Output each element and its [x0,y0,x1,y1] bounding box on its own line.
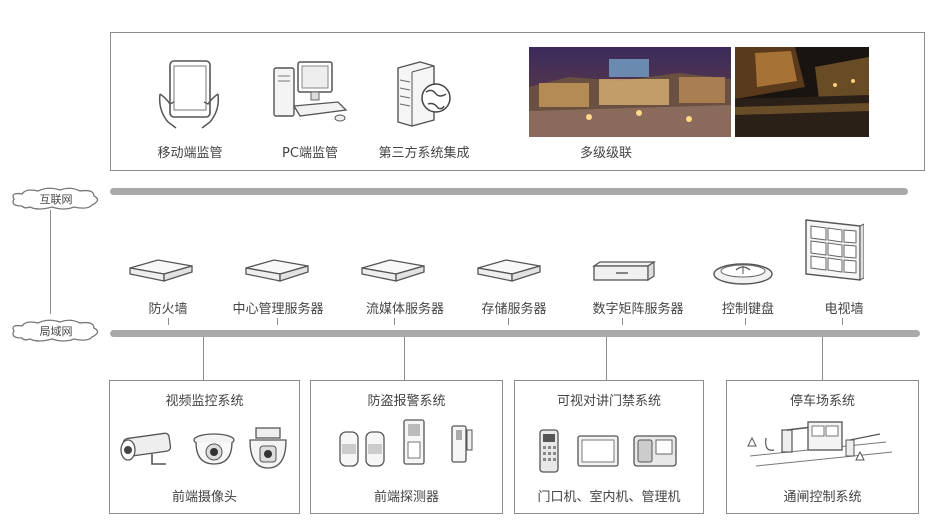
server-globe-icon [390,58,454,130]
drop-line-video [203,337,205,380]
matrix-server-label: 数字矩阵服务器 [592,302,684,317]
control-keyboard-label: 控制键盘 [721,302,774,317]
video-wall-connector [842,318,843,325]
video-wall-icon [804,218,864,282]
management-server-icon [244,256,310,282]
firewall-label: 防火墙 [148,302,188,317]
front-camera-caption: 前端摄像头 [171,490,237,505]
burglar-alarm-title: 防盗报警系统 [367,394,446,409]
video-wall-label: 电视墙 [824,302,864,317]
matrix-server-icon [590,260,656,284]
management-unit-icon [632,430,680,470]
management-server-connector [277,318,278,325]
lan-label: 局域网 [39,325,73,338]
matrix-server-connector [622,318,623,325]
intercom-title: 可视对讲门禁系统 [556,394,661,409]
parking-barrier-icon [746,416,896,474]
door-sensor-icon [450,422,474,466]
storage-server-connector [508,318,509,325]
dome-camera-icon [190,428,238,468]
motion-detector-icon [402,418,426,468]
drop-line-parking [822,337,824,380]
control-keyboard-connector [745,318,746,325]
wan-lan-link [50,210,52,314]
storage-server-label: 存储服务器 [481,302,547,317]
firewall-icon [128,256,194,282]
night-plaza-photo [529,47,731,137]
drop-line-intercom [606,337,608,380]
multi-level-label: 多级级联 [579,146,632,161]
pc-monitor-label: PC端监管 [282,146,338,161]
front-detector-caption: 前端探测器 [373,490,439,505]
streaming-server-icon [360,256,426,282]
tablet-icon [156,58,222,130]
gate-control-caption: 通闸控制系统 [783,490,862,505]
ptz-camera-icon [246,426,290,470]
streaming-server-connector [394,318,395,325]
desktop-pc-icon [268,58,352,128]
storage-server-icon [476,256,542,282]
door-station-icon [538,428,560,474]
drop-line-alarm [404,337,406,380]
intercom-caption: 门口机、室内机、管理机 [537,490,681,505]
lan-bus [110,330,920,337]
indoor-monitor-icon [576,434,620,470]
mobile-monitor-label: 移动端监管 [157,146,223,161]
pir-detector-icon [338,428,390,470]
internet-label: 互联网 [39,193,73,206]
management-server-label: 中心管理服务器 [232,302,324,317]
video-surveillance-title: 视频监控系统 [165,394,244,409]
lan-cloud-icon [8,318,104,344]
internet-cloud-icon [8,186,104,212]
control-keyboard-icon [712,260,774,286]
internet-bus [110,188,908,195]
parking-title: 停车场系统 [789,394,855,409]
night-river-photo [735,47,869,137]
streaming-server-label: 流媒体服务器 [365,302,444,317]
third-party-label: 第三方系统集成 [378,146,470,161]
firewall-connector [168,318,169,325]
bullet-camera-icon [118,430,178,470]
